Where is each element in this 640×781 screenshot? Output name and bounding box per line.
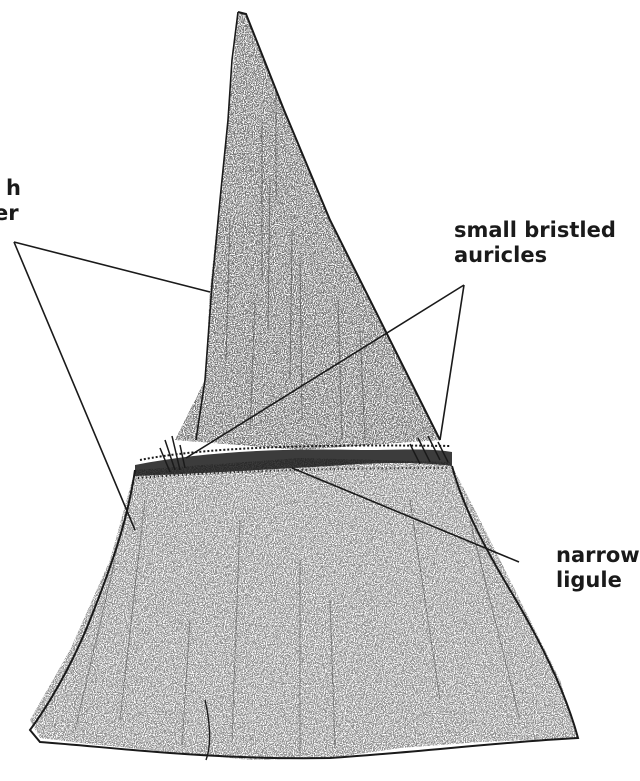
label-sheath-partial: h er	[0, 176, 21, 226]
leader-line-auricle-right	[440, 285, 464, 440]
label-sheath-line1: h	[0, 176, 21, 201]
leader-line-sheath-body	[14, 242, 135, 530]
label-narrow-ligule: narrow ligule	[556, 543, 640, 593]
label-sheath-line2: er	[0, 201, 21, 226]
leaf-sheath	[30, 455, 590, 765]
label-auricles-line2: auricles	[454, 243, 616, 268]
label-ligule-line1: narrow	[556, 543, 640, 568]
label-small-bristled-auricles: small bristled auricles	[454, 218, 616, 268]
leader-line-sheath-blade	[14, 242, 210, 292]
label-auricles-line1: small bristled	[454, 218, 616, 243]
label-ligule-line2: ligule	[556, 568, 640, 593]
leaf-blade	[170, 10, 450, 460]
